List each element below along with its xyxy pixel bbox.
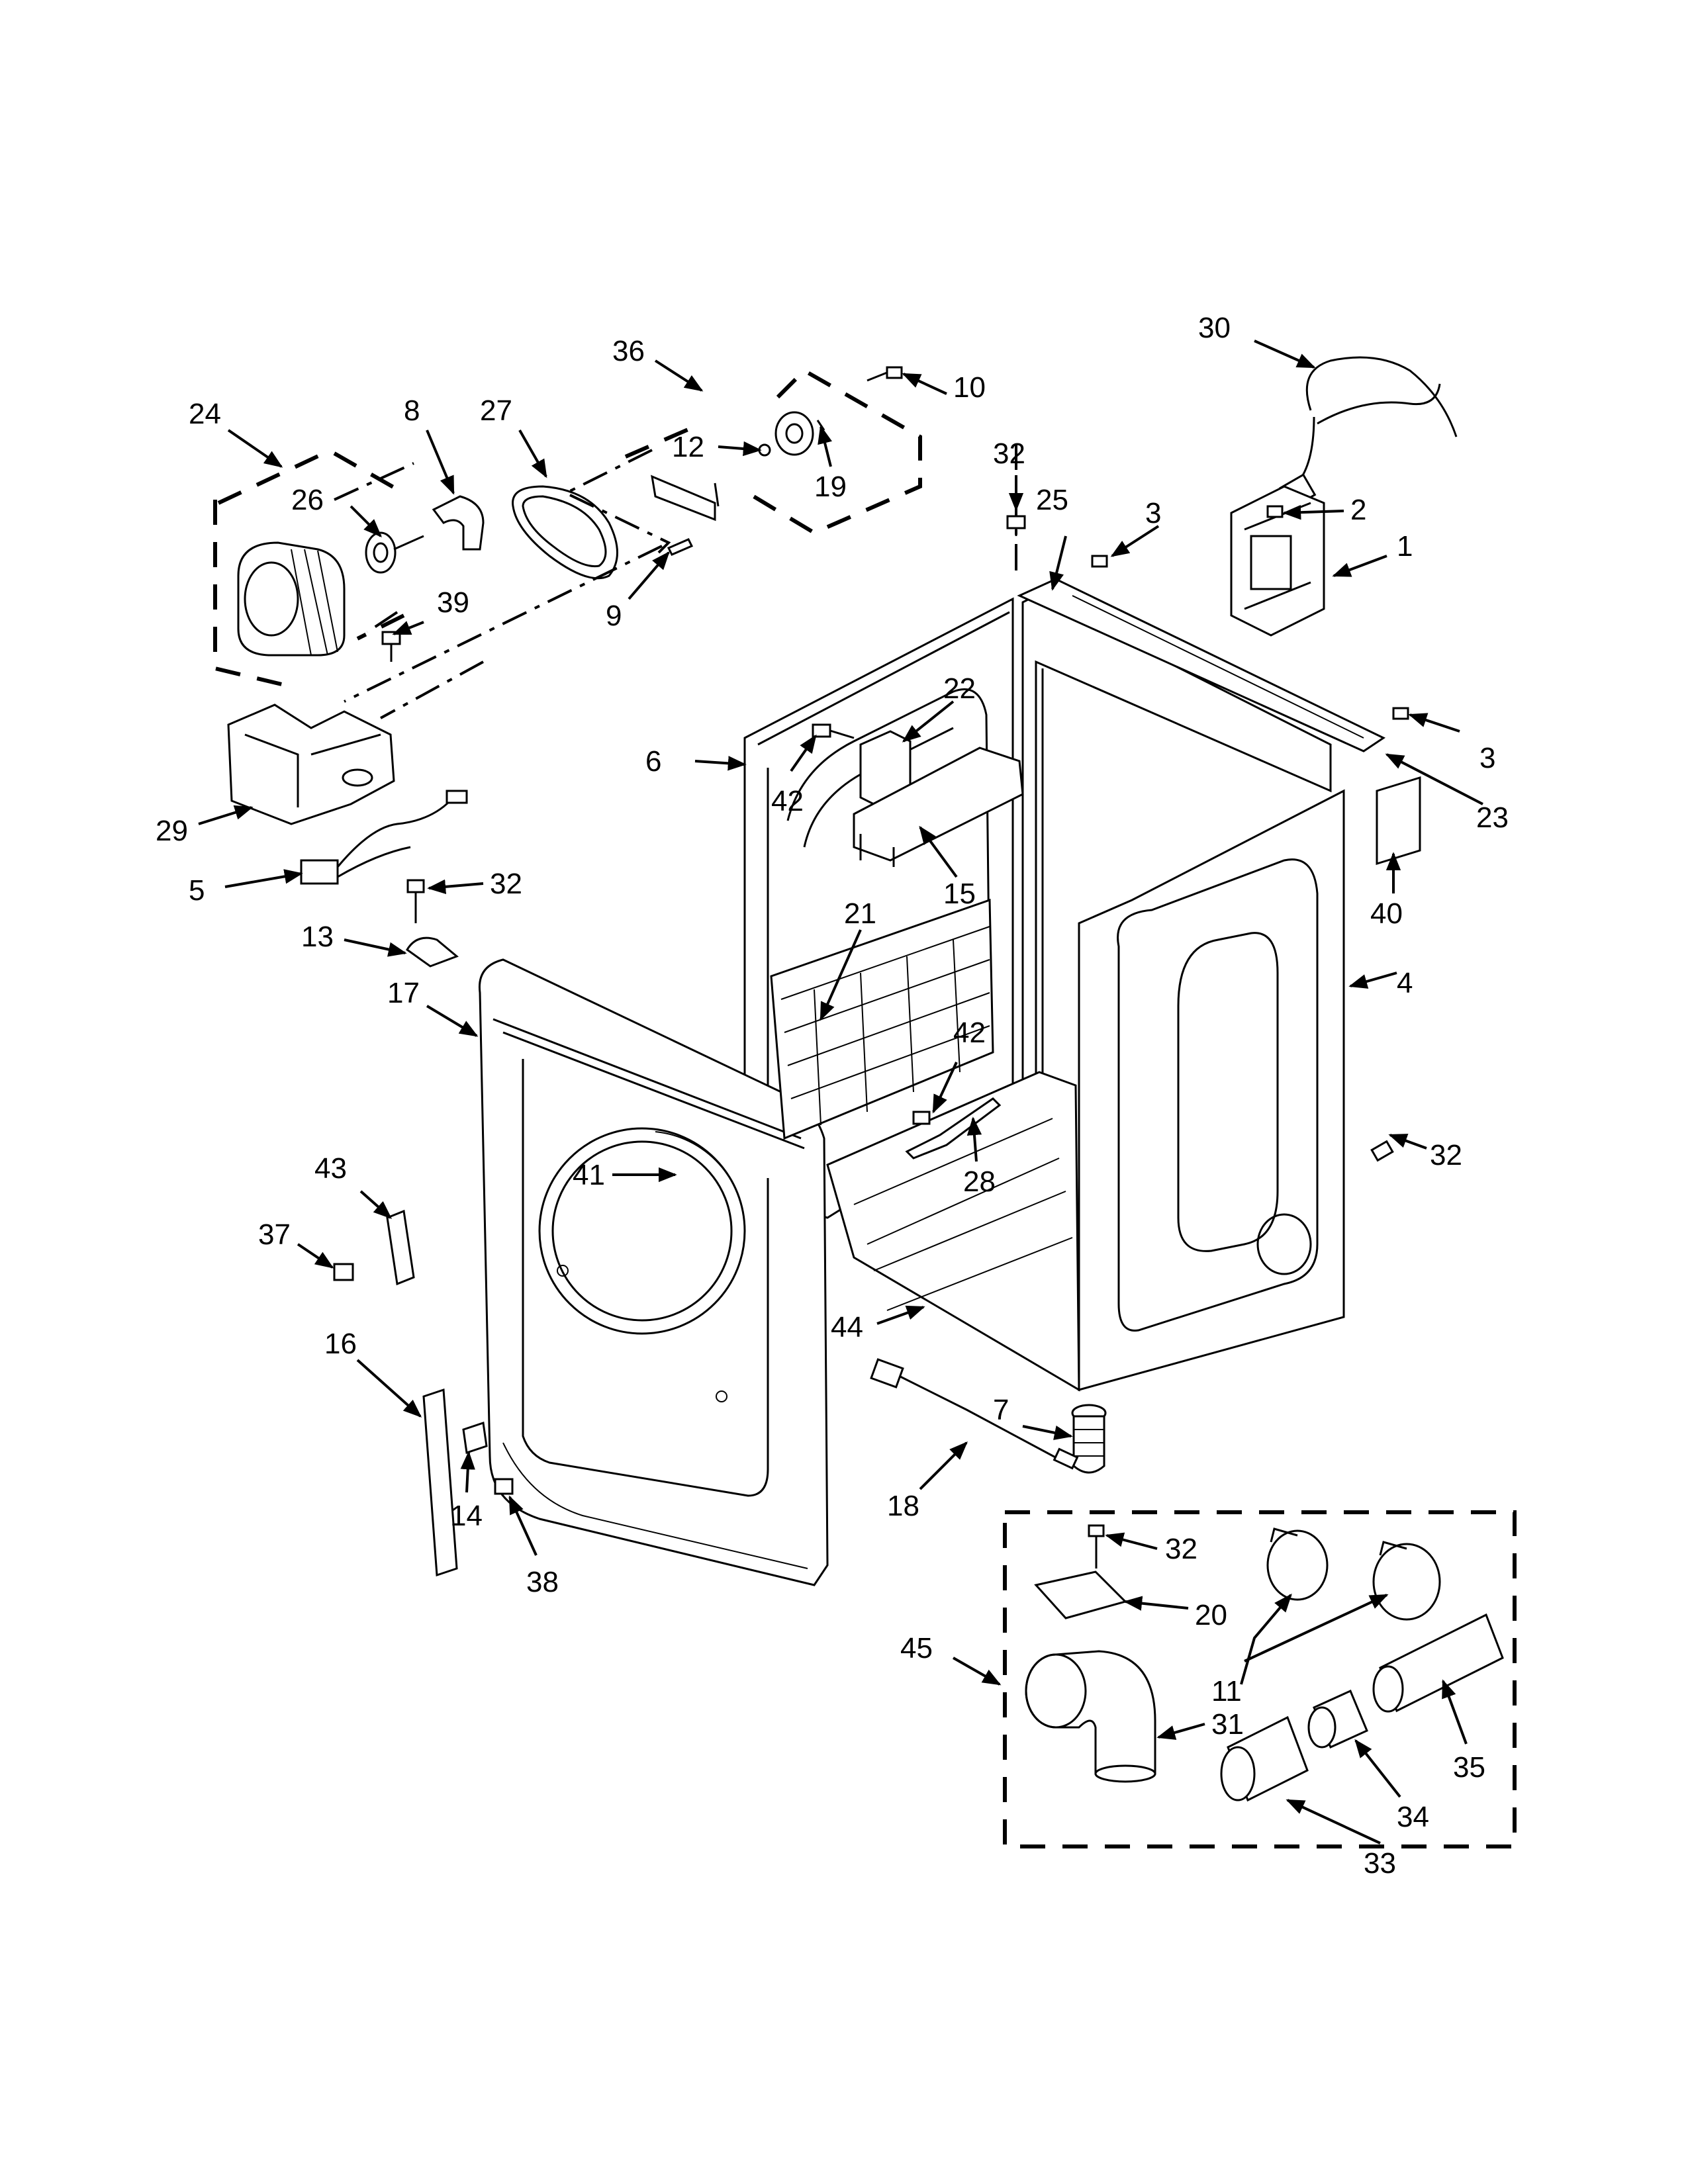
door-switch-harness — [870, 1358, 1079, 1470]
motor-wire-harness — [300, 790, 468, 885]
callout-3-right: 3 — [1479, 742, 1495, 774]
cabinet-right-side-panel — [1078, 789, 1345, 1391]
exhaust-tube-35 — [1372, 1613, 1504, 1713]
callout-22: 22 — [943, 672, 976, 705]
callout-35: 35 — [1453, 1751, 1485, 1784]
callout-1: 1 — [1397, 530, 1413, 563]
warning-label-40 — [1376, 776, 1421, 866]
callout-21: 21 — [844, 897, 876, 930]
support-bracket — [853, 747, 1024, 867]
screw-39 — [381, 631, 401, 662]
trim-strip-16 — [422, 1388, 458, 1577]
screw-3-top — [1091, 555, 1108, 568]
callout-32-side: 32 — [1430, 1139, 1462, 1171]
motor-clamp — [432, 495, 485, 551]
callout-32-kit: 32 — [1165, 1533, 1197, 1565]
callout-2: 2 — [1350, 494, 1366, 526]
insulation-panel — [770, 898, 994, 1140]
callout-34: 34 — [1397, 1801, 1429, 1833]
callout-37: 37 — [258, 1218, 291, 1251]
callout-16: 16 — [324, 1328, 357, 1360]
exhaust-cover-20 — [1034, 1524, 1127, 1619]
callout-17: 17 — [387, 977, 420, 1009]
screw-38 — [494, 1478, 514, 1495]
callout-10: 10 — [953, 371, 986, 404]
callout-4: 4 — [1397, 967, 1413, 999]
screw-32-top — [1006, 515, 1026, 536]
motor-mount — [227, 704, 395, 825]
exhaust-elbow-icon — [1025, 1650, 1156, 1783]
callout-44: 44 — [831, 1311, 863, 1343]
callout-24: 24 — [189, 398, 221, 430]
callout-29: 29 — [156, 815, 188, 847]
screw-32-side — [1370, 1140, 1394, 1162]
callout-18: 18 — [887, 1490, 919, 1522]
callout-19: 19 — [814, 471, 847, 503]
callout-33: 33 — [1364, 1847, 1396, 1880]
callout-45: 45 — [900, 1632, 933, 1664]
callout-40: 40 — [1370, 897, 1403, 930]
motor-pulley — [365, 531, 424, 574]
screw-10 — [867, 366, 903, 382]
exhaust-cap-right — [1372, 1541, 1441, 1621]
callout-26: 26 — [291, 484, 324, 516]
idler-bracket — [651, 475, 720, 522]
callout-30: 30 — [1198, 312, 1231, 344]
callout-42-upper: 42 — [771, 785, 804, 817]
cabinet-top-bracket — [1017, 578, 1386, 752]
callout-9: 9 — [606, 600, 622, 632]
callout-15: 15 — [943, 878, 976, 910]
callout-14: 14 — [450, 1500, 483, 1532]
callout-42-lower: 42 — [953, 1017, 986, 1049]
callout-6: 6 — [645, 745, 661, 778]
motor-icon — [237, 541, 346, 657]
callout-31: 31 — [1211, 1708, 1244, 1741]
screw-37 — [333, 1263, 354, 1281]
callout-28: 28 — [963, 1165, 996, 1198]
callout-32-top: 32 — [993, 437, 1025, 470]
callout-5: 5 — [189, 874, 205, 907]
callout-13: 13 — [301, 921, 334, 953]
idler-spring — [667, 538, 694, 556]
leveling-foot-icon — [1071, 1404, 1107, 1474]
callout-11: 11 — [1211, 1675, 1242, 1707]
callout-43: 43 — [314, 1152, 347, 1185]
idler-assembly-group-outline — [624, 368, 922, 535]
cabinet-base-floor — [826, 1071, 1080, 1392]
callout-7: 7 — [993, 1394, 1009, 1426]
callout-8: 8 — [404, 394, 420, 427]
callout-39: 39 — [437, 586, 469, 619]
screw-2 — [1266, 505, 1284, 518]
callout-25: 25 — [1036, 484, 1068, 516]
exhaust-sleeve-33 — [1220, 1715, 1309, 1802]
label-14 — [462, 1422, 488, 1454]
exhaust-cap-left — [1266, 1527, 1329, 1601]
exhaust-ring-34 — [1307, 1689, 1368, 1749]
callout-labels: 1 2 3 3 4 5 6 7 8 9 10 11 12 13 14 15 16… — [156, 312, 1509, 1880]
idler-pulley — [758, 411, 825, 457]
wire-clip — [406, 879, 459, 968]
callout-32-left: 32 — [490, 868, 522, 900]
exhaust-kit-group-outline — [1003, 1510, 1517, 1848]
lint-duct-strap — [905, 1097, 1002, 1160]
callout-38: 38 — [526, 1566, 559, 1598]
callout-3-top: 3 — [1145, 497, 1161, 529]
drive-belt — [512, 485, 618, 580]
motor-assembly-group-outline — [213, 448, 405, 687]
callout-27: 27 — [480, 394, 512, 427]
callout-12: 12 — [672, 431, 704, 463]
screw-3-right — [1392, 707, 1409, 720]
callout-41: 41 — [573, 1159, 605, 1191]
callout-20: 20 — [1195, 1599, 1227, 1631]
callout-36: 36 — [612, 335, 645, 367]
callout-23: 23 — [1476, 801, 1509, 834]
leader-lines — [198, 340, 1483, 1844]
cover-43 — [386, 1209, 415, 1286]
screw-42-upper — [812, 723, 855, 739]
